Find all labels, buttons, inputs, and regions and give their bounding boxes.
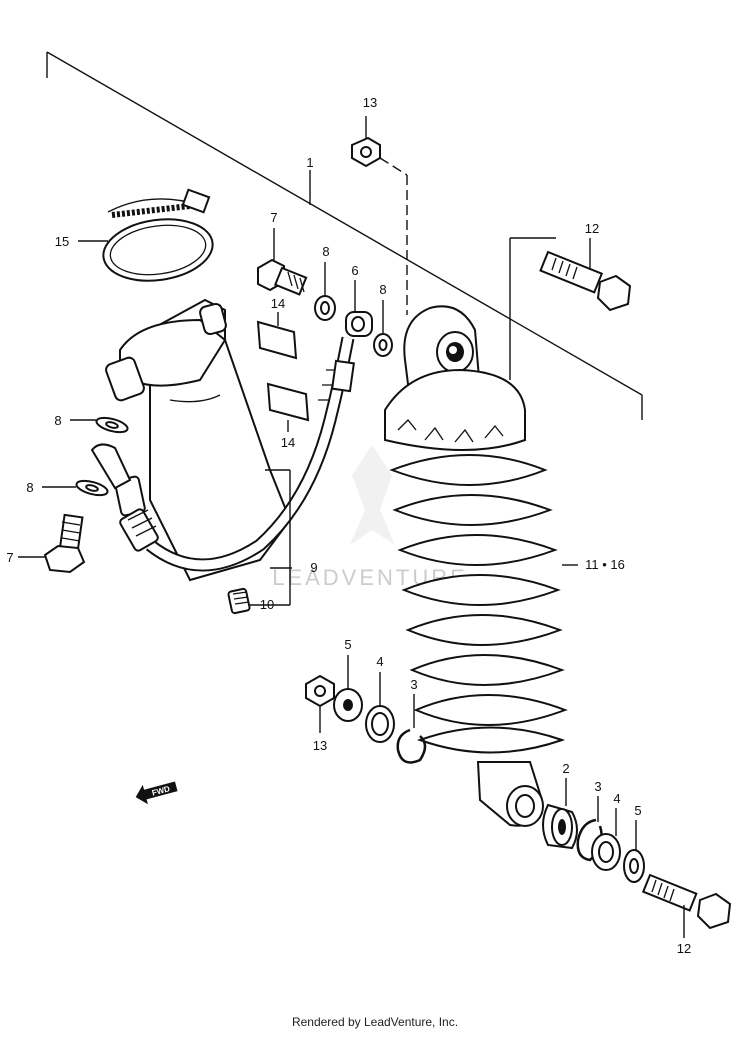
spacer-5-left-part <box>333 655 363 722</box>
fwd-label: FWD <box>151 784 171 797</box>
bearing-2-part <box>542 778 578 850</box>
nut-lower-part <box>305 674 335 733</box>
callout-7-top: 7 <box>270 210 277 225</box>
callout-5-right: 5 <box>634 803 641 818</box>
callout-8-left-upper: 8 <box>54 413 61 428</box>
callout-8-top: 8 <box>322 244 329 259</box>
hose-part <box>90 336 355 605</box>
union-bolt-top-part <box>257 228 308 296</box>
banjo-fitting-part <box>345 280 373 337</box>
callout-4-left: 4 <box>376 654 383 669</box>
watermark-logo <box>350 445 395 545</box>
oil-seal-4-left-part <box>365 672 395 743</box>
callout-15: 15 <box>55 234 69 249</box>
callout-9: 9 <box>310 560 317 575</box>
callout-8-left-lower: 8 <box>26 480 33 495</box>
callout-13-lower: 13 <box>313 738 327 753</box>
reservoir-tank-part <box>105 298 292 582</box>
fwd-arrow-icon: FWD <box>135 781 178 805</box>
spacer-5-right-part <box>623 820 645 883</box>
union-bolt-lower-part <box>18 513 86 574</box>
sticker-lower-part <box>266 382 310 432</box>
callout-11-16: 11 • 16 <box>585 557 625 572</box>
shock-absorber-part <box>384 305 578 827</box>
callout-1: 1 <box>306 155 313 170</box>
nut-top-part <box>351 116 408 315</box>
mounting-bolt-top-part <box>509 237 632 380</box>
sticker-upper-part <box>256 312 298 360</box>
washer-8-left-lower-part <box>42 479 109 497</box>
assembly-bracket <box>46 51 643 420</box>
callout-2: 2 <box>562 761 569 776</box>
washer-8-right-part <box>373 300 393 357</box>
valve-cap-part <box>227 587 290 615</box>
callout-13-top: 13 <box>363 95 377 110</box>
oil-seal-4-right-part <box>591 808 621 871</box>
callout-14-upper: 14 <box>271 296 285 311</box>
circlip-3-left-part <box>396 694 427 764</box>
callout-7-lower: 7 <box>6 550 13 565</box>
callout-4-right: 4 <box>613 791 620 806</box>
callout-12-top: 12 <box>585 221 599 236</box>
callout-3-right: 3 <box>594 779 601 794</box>
callout-3-left: 3 <box>410 677 417 692</box>
washer-8-top-part <box>314 262 336 321</box>
callout-5-left: 5 <box>344 637 351 652</box>
mounting-bolt-lower-part <box>641 873 732 938</box>
callout-8-right: 8 <box>379 282 386 297</box>
callout-14-lower: 14 <box>281 435 295 450</box>
callout-12-lower: 12 <box>677 941 691 956</box>
footer-credit: Rendered by LeadVenture, Inc. <box>292 1015 458 1029</box>
spring-coils <box>389 454 568 754</box>
callout-6: 6 <box>351 263 358 278</box>
washer-8-left-upper-part <box>70 416 129 434</box>
hose-clamp-part <box>78 188 214 282</box>
callout-10: 10 <box>260 597 274 612</box>
